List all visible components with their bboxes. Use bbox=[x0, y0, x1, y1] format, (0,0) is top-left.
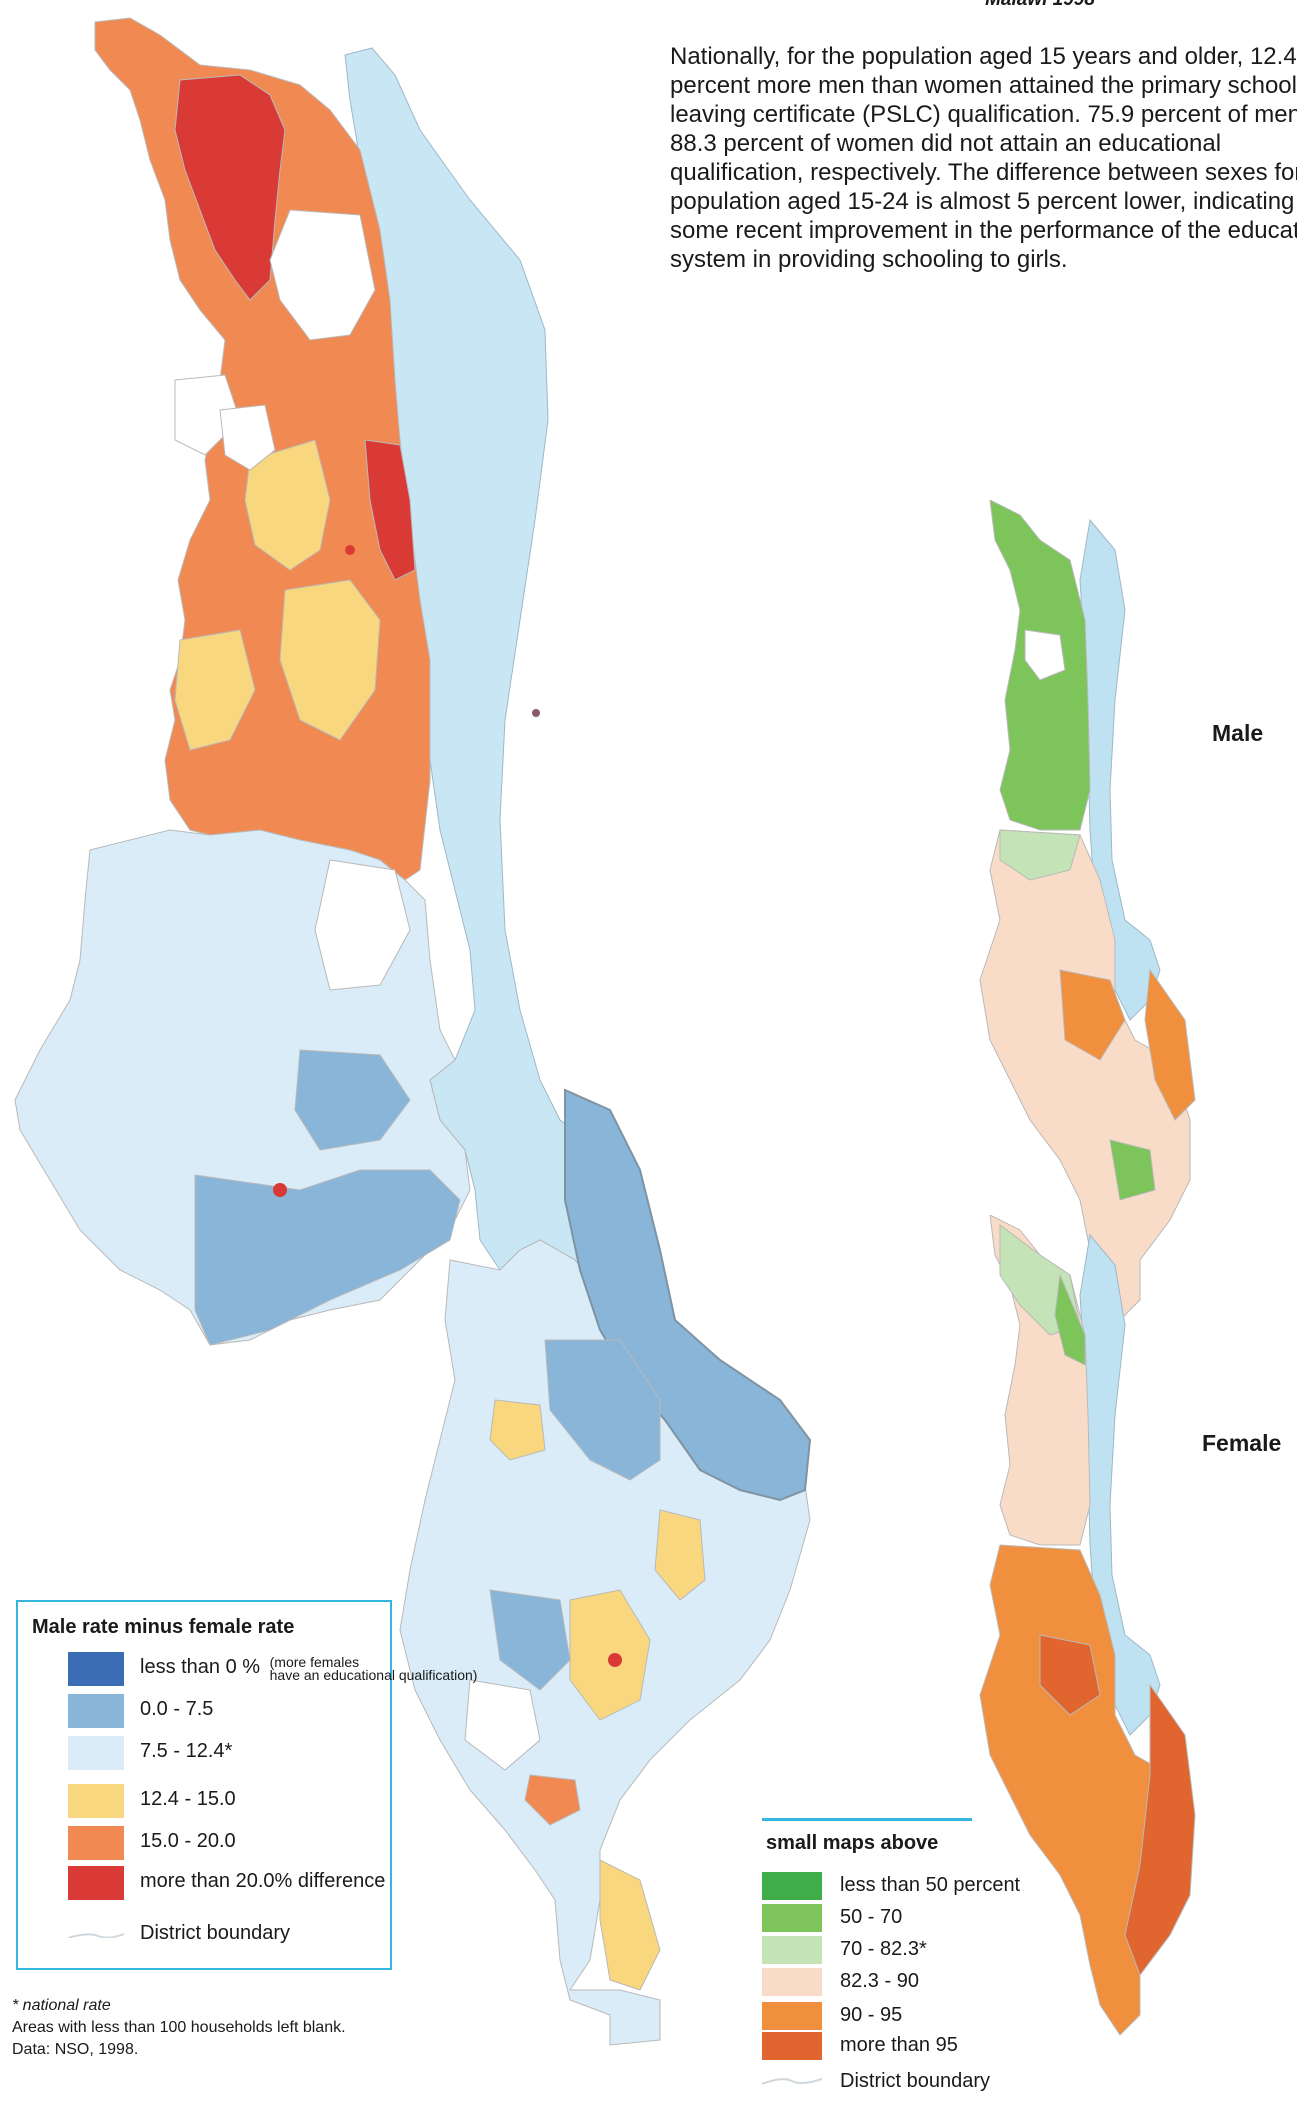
male-orange-2 bbox=[1144, 968, 1196, 1121]
intro-line: some recent improvement in the performan… bbox=[670, 217, 1297, 244]
legend-label: District boundary bbox=[840, 2070, 991, 2092]
legend-label: less than 0 % (more females have an educ… bbox=[140, 1654, 478, 1683]
legend-swatch bbox=[762, 1968, 822, 1996]
footnote-blank-areas: Areas with less than 100 households left… bbox=[12, 2019, 346, 2036]
female-map-label: Female bbox=[1202, 1430, 1282, 1456]
legend-label: 82.3 - 90 bbox=[840, 1970, 919, 1992]
main-difference-map bbox=[14, 17, 812, 2046]
female-dark-2 bbox=[1039, 1634, 1101, 1716]
region-north-red bbox=[174, 74, 286, 301]
legend-label: 50 - 70 bbox=[840, 1906, 903, 1928]
intro-line: population aged 15-24 is almost 5 percen… bbox=[670, 188, 1295, 215]
female-north-green-2 bbox=[1054, 1273, 1086, 1366]
legend-label: 7.5 - 12.4* bbox=[140, 1740, 233, 1762]
legend-label: more than 95 bbox=[840, 2034, 958, 2056]
intro-line: leaving certificate (PSLC) qualification… bbox=[670, 101, 1297, 128]
female-small-map bbox=[979, 1215, 1196, 2036]
region-yellow-3 bbox=[174, 629, 256, 751]
region-south-blank bbox=[464, 1679, 541, 1771]
region-central-blue-2 bbox=[294, 1049, 411, 1151]
male-central-green bbox=[999, 829, 1081, 881]
footnote-national-rate: * national rate bbox=[12, 1997, 111, 2014]
region-red-east bbox=[364, 439, 416, 581]
legend-label: more than 20.0% difference bbox=[140, 1870, 386, 1892]
female-dark bbox=[1124, 1683, 1196, 1977]
urban-area-marker bbox=[608, 1653, 622, 1667]
district-boundary-swatch bbox=[68, 1933, 124, 1938]
male-green-dot bbox=[1109, 1139, 1156, 1201]
region-south-blue-1 bbox=[564, 1088, 812, 1502]
intro-line: 88.3 percent of women did not attain an … bbox=[670, 130, 1222, 157]
district-boundary-swatch bbox=[762, 2078, 822, 2085]
region-central-blue-1 bbox=[194, 1169, 461, 1346]
region-yellow-2 bbox=[279, 579, 381, 741]
region-south-yellow-3 bbox=[489, 1399, 546, 1461]
legend-label: District boundary bbox=[140, 1922, 291, 1944]
legend-label: 0.0 - 7.5 bbox=[140, 1698, 214, 1720]
legend-label: 12.4 - 15.0 bbox=[140, 1788, 236, 1810]
intro-line: qualification, respectively. The differe… bbox=[670, 159, 1297, 186]
legend-swatch bbox=[68, 1736, 124, 1770]
footnote-source: Data: NSO, 1998. bbox=[12, 2041, 139, 2058]
region-blank-3 bbox=[219, 404, 276, 471]
legend-note-line: have an educational qualification) bbox=[269, 1667, 478, 1683]
region-south-blue-3 bbox=[489, 1589, 571, 1691]
male-central bbox=[979, 829, 1191, 1321]
region-south-orange bbox=[524, 1774, 581, 1826]
legend-label: 15.0 - 20.0 bbox=[140, 1830, 236, 1852]
main-legend: Male rate minus female rate less than 0 … bbox=[16, 1600, 477, 1970]
legend-note: (more females have an educational qualif… bbox=[269, 1654, 478, 1683]
island-marker bbox=[532, 709, 540, 717]
legend-swatch bbox=[762, 1872, 822, 1900]
legend-rule bbox=[762, 1818, 972, 1821]
intro-line: Nationally, for the population aged 15 y… bbox=[670, 43, 1297, 70]
region-south-yellow-4 bbox=[599, 1859, 661, 1991]
legend-swatch bbox=[762, 2002, 822, 2030]
region-south-yellow-2 bbox=[654, 1509, 706, 1601]
legend-label: less than 50 percent bbox=[840, 1874, 1021, 1896]
legend-swatch bbox=[68, 1784, 124, 1818]
legend-label-text: less than 0 % bbox=[140, 1656, 261, 1678]
legend-swatch bbox=[68, 1826, 124, 1860]
region-yellow-1 bbox=[244, 439, 331, 571]
legend-label: 70 - 82.3* bbox=[840, 1938, 927, 1960]
main-legend-title: Male rate minus female rate bbox=[32, 1616, 295, 1638]
intro-line: system in providing schooling to girls. bbox=[670, 246, 1068, 273]
male-map-label: Male bbox=[1212, 720, 1264, 746]
intro-line: percent more men than women attained the… bbox=[670, 72, 1297, 99]
region-south-yellow-1 bbox=[569, 1589, 651, 1721]
male-north-blank bbox=[1024, 629, 1066, 681]
legend-swatch bbox=[762, 1904, 822, 1932]
legend-note-line: (more females bbox=[269, 1654, 360, 1670]
footnotes: * national rate Areas with less than 100… bbox=[12, 1995, 346, 2061]
legend-swatch bbox=[68, 1652, 124, 1686]
region-south-blue-2 bbox=[544, 1339, 661, 1481]
male-small-map bbox=[979, 500, 1196, 1321]
region-blank-4 bbox=[314, 859, 411, 991]
legend-swatch bbox=[68, 1866, 124, 1900]
page-title: Malawi 1998 bbox=[910, 0, 1170, 12]
intro-paragraph: Nationally, for the population aged 15 y… bbox=[670, 42, 1297, 274]
urban-area-marker bbox=[273, 1183, 287, 1197]
legend-swatch bbox=[762, 1936, 822, 1964]
legend-swatch bbox=[762, 2032, 822, 2060]
legend-swatch bbox=[68, 1694, 124, 1728]
male-orange-1 bbox=[1059, 969, 1126, 1061]
legend-label: 90 - 95 bbox=[840, 2004, 903, 2026]
small-legend-title: small maps above bbox=[766, 1832, 939, 1854]
region-blank-1 bbox=[269, 209, 376, 341]
urban-area-marker bbox=[345, 545, 355, 555]
